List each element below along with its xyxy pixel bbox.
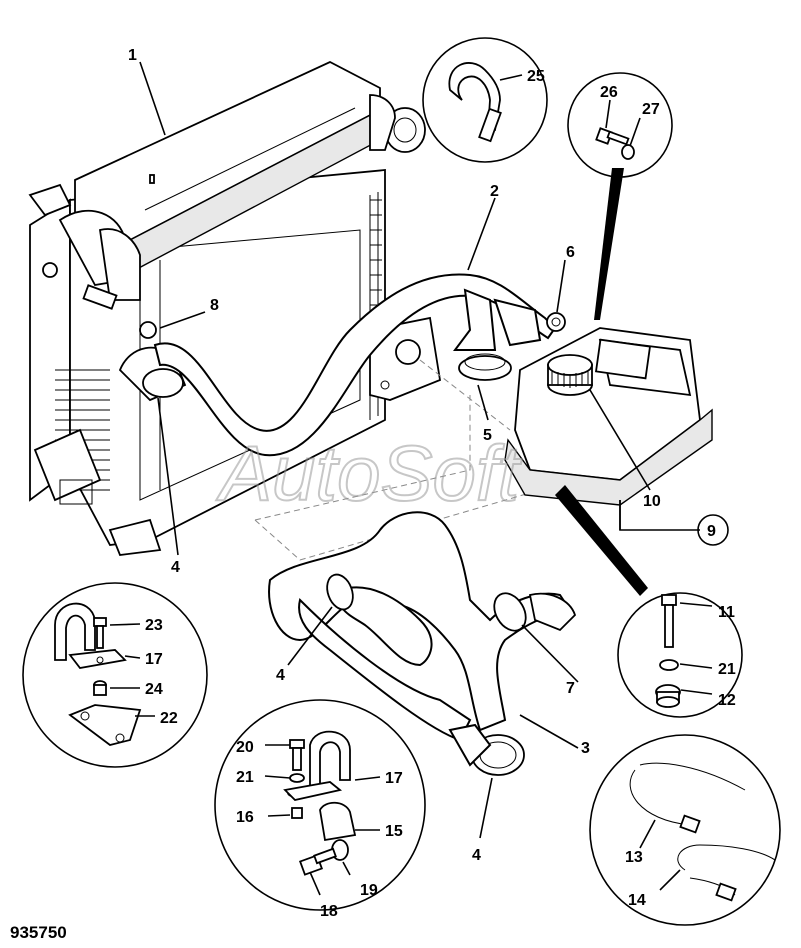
callout-12: 12 xyxy=(718,692,736,709)
figure-number: 935750 xyxy=(10,923,67,942)
guide-lines xyxy=(254,359,541,561)
callout-23: 23 xyxy=(145,617,163,634)
callout-13: 13 xyxy=(625,849,643,866)
callout-21b: 21 xyxy=(718,661,736,678)
hose-2 xyxy=(139,273,566,457)
inset-clamp-22-23-24 xyxy=(22,582,208,768)
callout-1: 1 xyxy=(128,47,137,64)
hose-3 xyxy=(268,511,577,776)
callout-10: 10 xyxy=(643,493,661,510)
callout-19: 19 xyxy=(360,882,378,899)
callout-11: 11 xyxy=(718,604,735,621)
callout-9: 9 xyxy=(707,523,716,540)
expansion-tank xyxy=(504,327,713,506)
callout-4c: 4 xyxy=(472,847,481,864)
callout-4a: 4 xyxy=(171,559,180,576)
inset-bolt-11-21-12 xyxy=(555,485,743,718)
inset-clamp-15-21 xyxy=(214,699,426,911)
callout-17b: 17 xyxy=(385,770,403,787)
callout-26: 26 xyxy=(600,84,618,101)
callout-2: 2 xyxy=(490,183,499,200)
callout-8: 8 xyxy=(210,297,219,314)
callout-9-ring xyxy=(697,514,729,546)
radiator-assembly xyxy=(28,60,442,556)
callout-20: 20 xyxy=(236,739,254,756)
inset-bolt-26-27 xyxy=(567,72,673,320)
watermark-text: AutoSoft xyxy=(216,429,523,517)
inset-straps-13-14 xyxy=(589,734,781,926)
inset-cable-tie-25 xyxy=(422,37,548,163)
callout-22: 22 xyxy=(160,710,178,727)
callout-3: 3 xyxy=(581,740,590,757)
leader-lines xyxy=(139,61,700,839)
callout-21a: 21 xyxy=(236,769,254,786)
callout-17a: 17 xyxy=(145,651,163,668)
callout-4b: 4 xyxy=(276,667,285,684)
callout-7: 7 xyxy=(566,680,575,697)
callout-16: 16 xyxy=(236,809,254,826)
callout-27: 27 xyxy=(642,101,660,118)
callout-15: 15 xyxy=(385,823,403,840)
callout-5: 5 xyxy=(483,427,492,444)
callout-labels: 1 2 3 4 4 4 4 5 6 7 8 9 10 11 12 13 14 1… xyxy=(128,47,736,920)
callout-25: 25 xyxy=(527,68,545,85)
callout-24: 24 xyxy=(145,681,163,698)
callout-14: 14 xyxy=(628,892,646,909)
callout-6: 6 xyxy=(566,244,575,261)
callout-18: 18 xyxy=(320,903,338,920)
